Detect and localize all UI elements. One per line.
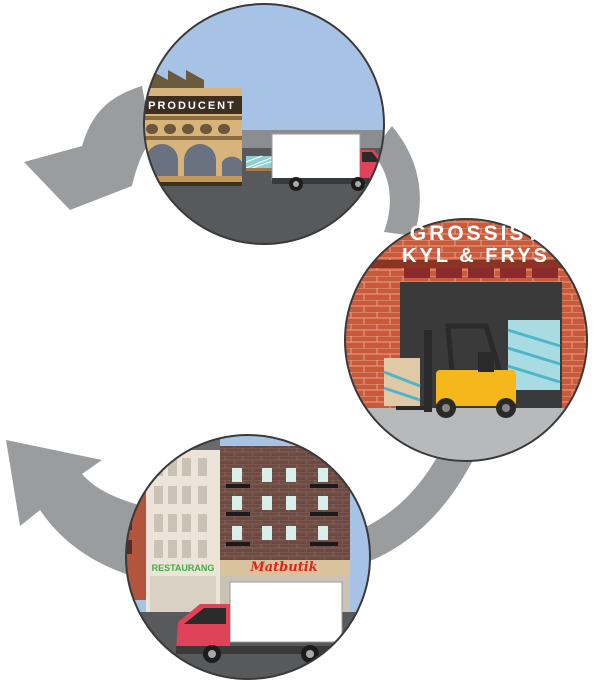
forklift xyxy=(396,323,516,418)
arrow-top-right xyxy=(372,126,420,236)
wholesaler-sign-line1: GROSSIST xyxy=(410,222,543,245)
shop-sign: Matbutik xyxy=(249,560,317,575)
arrow-bottom-left xyxy=(6,440,150,574)
factory-building xyxy=(144,70,242,186)
wholesaler-sign-line2: KYL & FRYS xyxy=(402,245,550,267)
wholesaler-scene: GROSSIST KYL & FRYS xyxy=(344,218,588,462)
arrow-top-left xyxy=(24,86,152,210)
restaurant-building xyxy=(146,435,220,612)
retail-scene: RESTAURANG Matbutik xyxy=(125,434,371,680)
producer-scene: PRODUCENT xyxy=(143,3,385,245)
arrow-bottom-right xyxy=(354,452,472,564)
delivery-truck-1 xyxy=(271,133,384,191)
delivery-truck-3 xyxy=(176,581,343,663)
restaurant-sign: RESTAURANG xyxy=(152,563,215,573)
carried-box xyxy=(383,358,421,406)
cycle-arrows xyxy=(6,86,472,574)
stacked-boxes xyxy=(507,320,561,390)
producer-sign: PRODUCENT xyxy=(148,100,236,112)
